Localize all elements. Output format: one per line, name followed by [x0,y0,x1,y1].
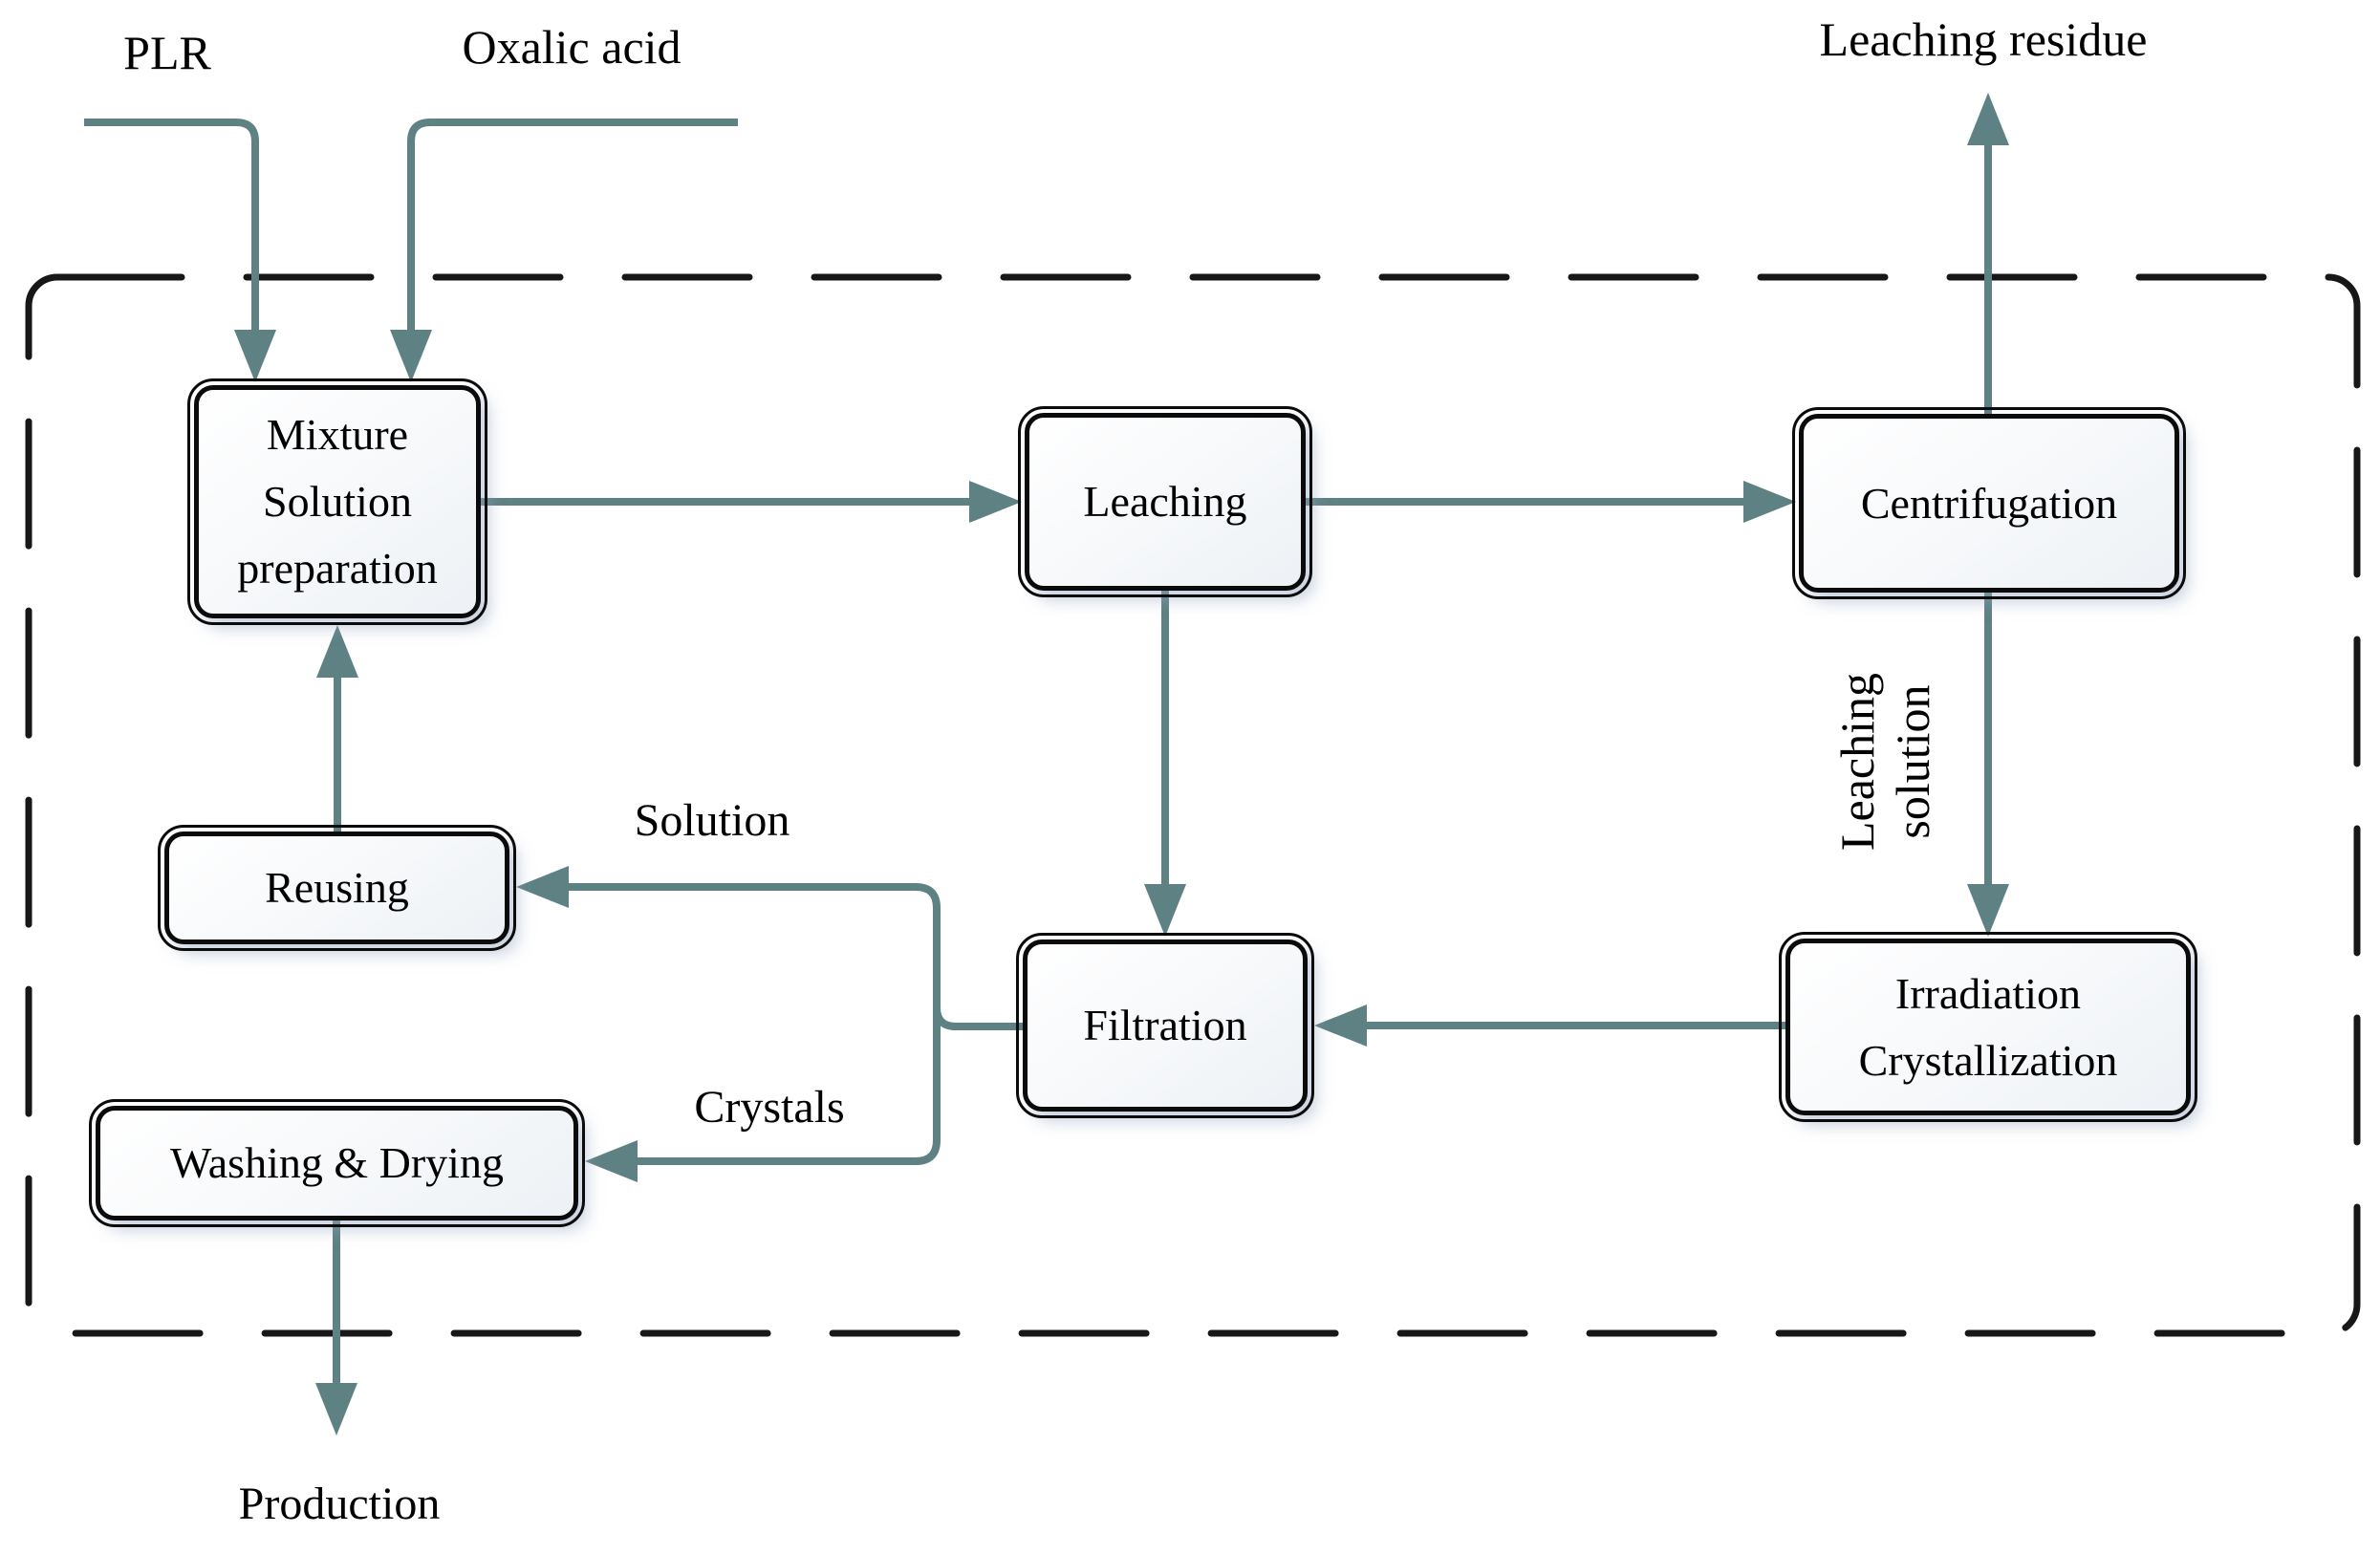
node-label-line: Solution [263,477,412,527]
label-line: Leaching [1830,673,1884,852]
flow-plr-to-mixture [84,119,259,330]
label-production: Production [238,1479,441,1529]
arrowhead-oxalic-to-mixture [390,330,432,382]
flow-filtration-to-reusing [569,883,1023,1030]
system-boundary-dashed-border [25,273,2361,1337]
arrowhead-leaching-to-centrifugation [1743,481,1796,523]
label-leaching-solution: Leaching solution [1829,618,1963,905]
node-irradiation-crystallization: Irradiation Crystallization [1779,932,2197,1122]
arrowhead-centrifugation-to-residue [1967,93,2009,145]
arrowhead-irradiation-to-filtration [1314,1004,1367,1047]
node-label-line: preparation [237,543,438,593]
arrowhead-mixture-to-leaching [969,481,1022,523]
arrowhead-leaching-to-filtration [1144,884,1186,937]
node-washing-drying: Washing & Drying [89,1099,585,1227]
flow-oxalic-to-mixture [407,119,738,330]
node-label-line: Mixture [266,410,409,460]
label-leaching-residue: Leaching residue [1819,12,2148,66]
arrowhead-centrifugation-to-irradiation [1967,884,2009,937]
node-label: Filtration [1083,1001,1247,1050]
node-label: Reusing [265,863,409,913]
arrowhead-reusing-to-mixture [316,625,358,678]
node-label: Leaching [1083,477,1247,527]
label-solution: Solution [634,795,790,846]
flow-filtration-to-washing [638,1007,941,1165]
node-label: Washing & Drying [170,1138,504,1188]
node-filtration: Filtration [1016,933,1314,1118]
arrowhead-washing-to-production [315,1383,357,1436]
node-label: Centrifugation [1860,478,2118,528]
label-plr: PLR [123,26,211,79]
node-leaching: Leaching [1018,406,1312,597]
arrowhead-plr-to-mixture [234,330,276,382]
node-centrifugation: Centrifugation [1792,407,2186,599]
node-label-line: Crystallization [1858,1035,2118,1085]
label-line: solution [1886,684,1939,839]
node-label-line: Irradiation [1894,968,2082,1018]
arrowhead-filtration-to-washing [585,1140,638,1182]
node-mixture-solution-preparation: Mixture Solution preparation [187,378,487,625]
node-reusing: Reusing [158,825,516,951]
label-oxalic-acid: Oxalic acid [462,20,682,74]
arrowhead-filtration-to-reusing [516,866,569,908]
label-crystals: Crystals [694,1082,845,1133]
